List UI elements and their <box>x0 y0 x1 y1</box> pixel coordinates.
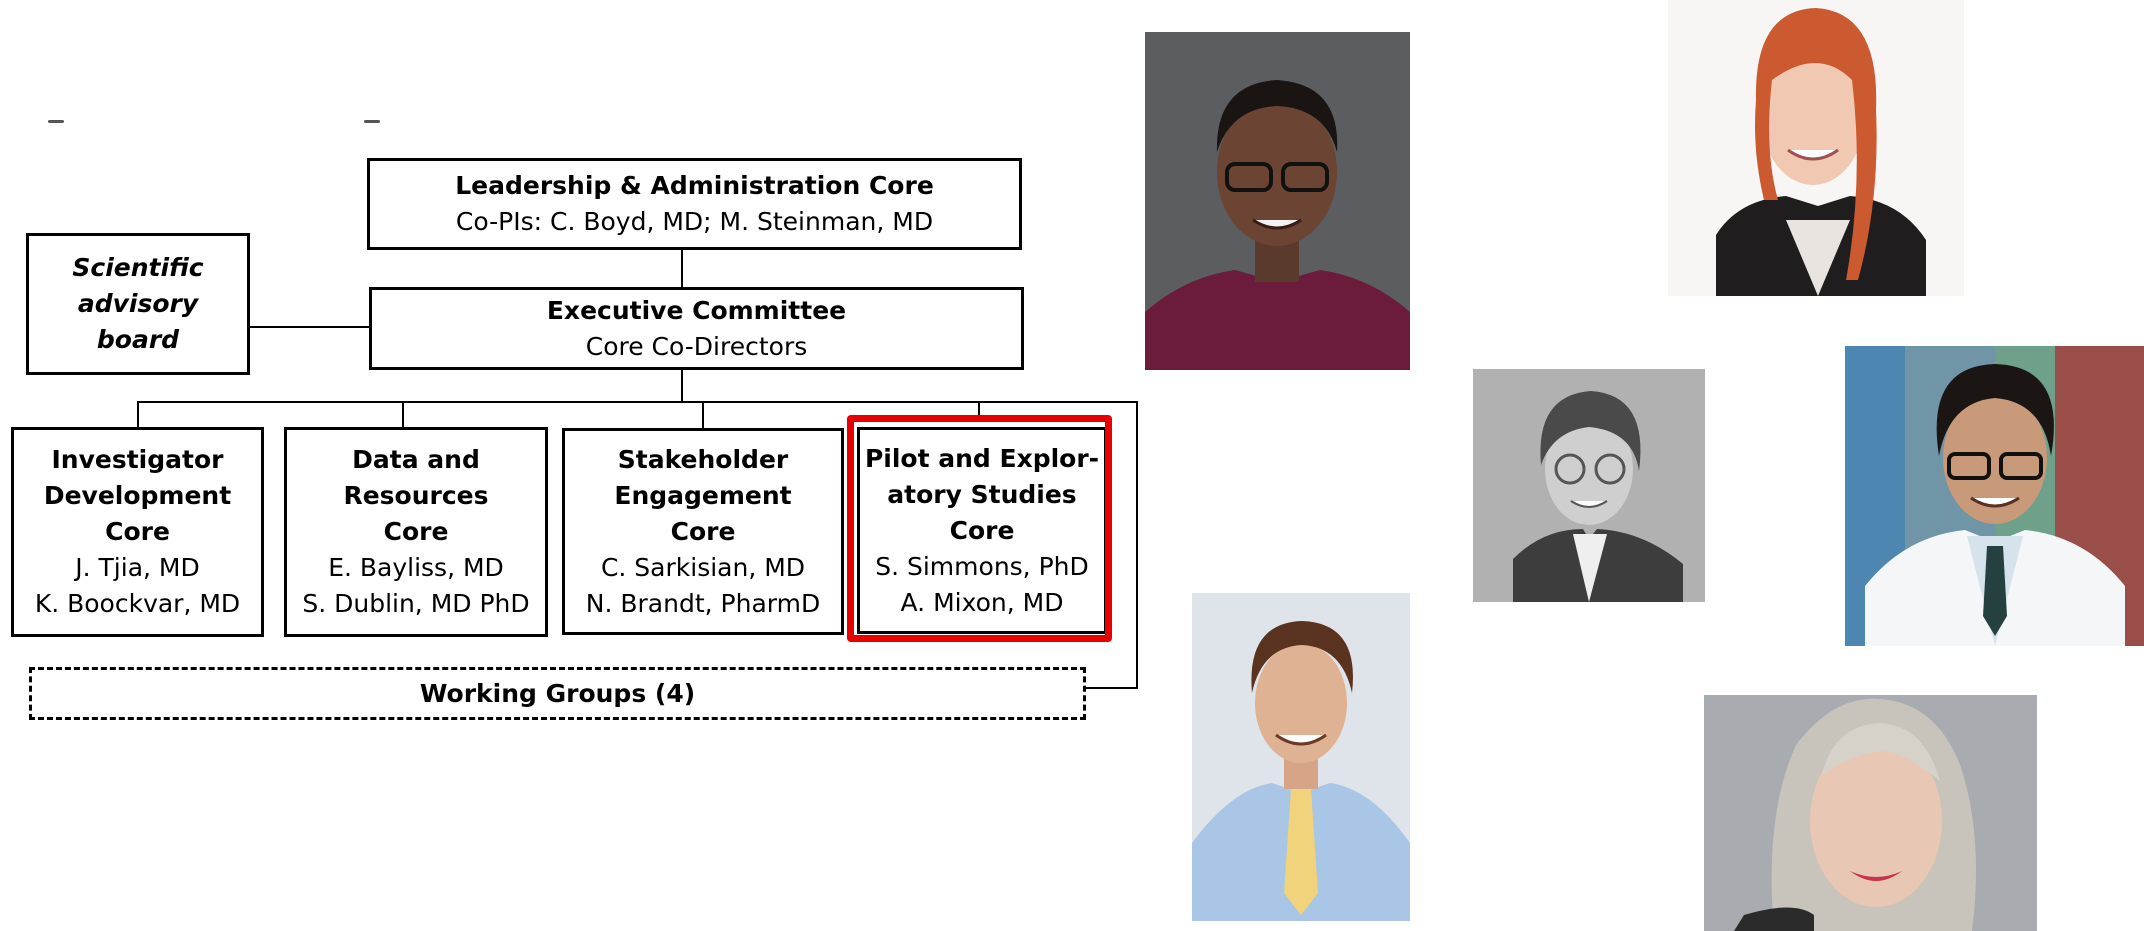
core-title-line: Resources <box>343 481 489 510</box>
executive-subtitle: Core Co-Directors <box>585 331 808 361</box>
scientific-advisory-board-box: Scientific advisory board <box>26 233 250 375</box>
core-person: J. Tjia, MD <box>75 553 200 582</box>
core-person: N. Brandt, PharmD <box>585 588 821 618</box>
executive-title: Executive Committee <box>546 295 847 325</box>
working-groups-label: Working Groups (4) <box>419 679 696 708</box>
core-person: S. Simmons, PhD <box>875 551 1089 581</box>
core-title-line: Data and <box>352 445 480 474</box>
cropped-text-mark <box>48 120 64 123</box>
core-title-line: atory Studies <box>887 479 1077 509</box>
core-title-line: Investigator <box>51 445 224 474</box>
portrait-man-glasses-white-coat <box>1845 346 2144 646</box>
working-groups-box: Working Groups (4) <box>29 667 1086 720</box>
core-title-line: Core <box>670 516 736 546</box>
pilot-exploratory-studies-core-box: Pilot and Explor- atory Studies Core S. … <box>857 427 1107 634</box>
core-person: K. Boockvar, MD <box>34 589 241 618</box>
core-person: S. Dublin, MD PhD <box>302 589 530 618</box>
core-title-line: Core <box>949 515 1015 545</box>
data-resources-core-box: Data and Resources Core E. Bayliss, MD S… <box>284 427 548 637</box>
connector-core4-drop <box>978 401 980 420</box>
portrait-woman-glasses-maroon-top <box>1145 32 1410 370</box>
cropped-text-mark <box>364 120 380 123</box>
leadership-title: Leadership & Administration Core <box>455 171 934 200</box>
portrait-older-woman-glasses-bw <box>1473 369 1705 602</box>
core-title-line: Core <box>383 517 449 546</box>
executive-committee-box: Executive Committee Core Co-Directors <box>369 287 1024 370</box>
portrait-woman-red-hair <box>1668 0 1964 296</box>
core-person: A. Mixon, MD <box>900 587 1064 617</box>
core-title-line: Engagement <box>614 480 792 510</box>
connector-working-groups-vertical <box>1136 401 1138 689</box>
connector-core1-drop <box>137 401 139 429</box>
connector-cores-horizontal <box>137 401 1138 403</box>
board-line-1: Scientific <box>72 253 204 282</box>
core-person: E. Bayliss, MD <box>328 553 504 582</box>
connector-board-executive <box>247 326 371 328</box>
connector-working-groups-horizontal <box>1085 687 1138 689</box>
leadership-administration-core-box: Leadership & Administration Core Co-PIs:… <box>367 158 1022 250</box>
connector-executive-cores <box>681 368 683 402</box>
leadership-copis: Co-PIs: C. Boyd, MD; M. Steinman, MD <box>455 207 934 236</box>
connector-leadership-executive <box>681 248 683 288</box>
portrait-man-blue-shirt-yellow-tie <box>1192 593 1410 921</box>
stakeholder-engagement-core-box: Stakeholder Engagement Core C. Sarkisian… <box>562 428 844 635</box>
investigator-development-core-box: Investigator Development Core J. Tjia, M… <box>11 427 264 637</box>
board-line-3: board <box>96 325 180 354</box>
connector-core3-drop <box>702 401 704 429</box>
connector-core2-drop <box>402 401 404 429</box>
core-title-line: Core <box>105 517 170 546</box>
core-title-line: Development <box>43 481 232 510</box>
board-line-2: advisory <box>77 289 199 318</box>
core-title-line: Stakeholder <box>617 444 789 474</box>
portrait-woman-gray-hair <box>1704 695 2037 931</box>
highlight-frame <box>847 415 1112 642</box>
core-person: C. Sarkisian, MD <box>600 552 806 582</box>
core-title-line: Pilot and Explor- <box>864 443 1100 473</box>
